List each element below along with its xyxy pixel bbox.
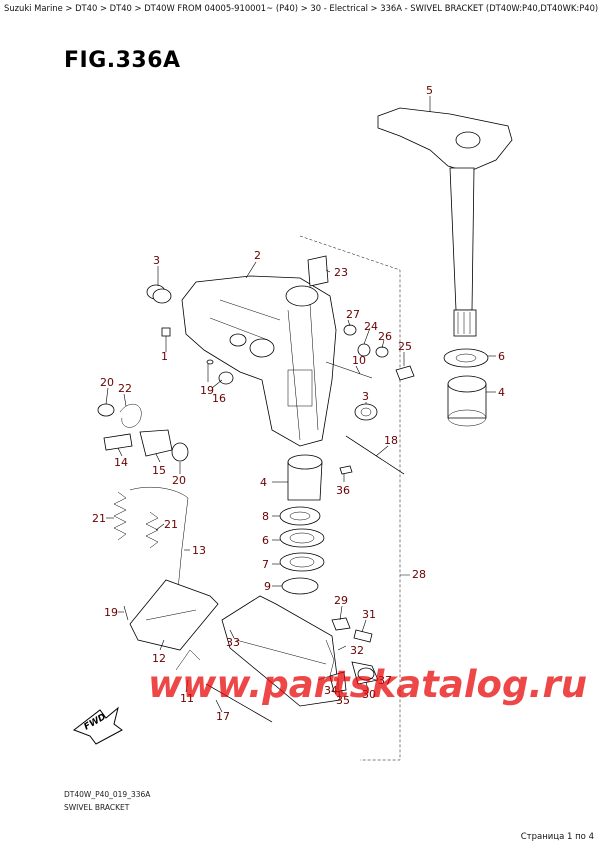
callout-36: 36 (336, 484, 350, 497)
part-swivel-bracket (181, 275, 337, 447)
part-spring-21-right (145, 511, 159, 549)
leader-lines (105, 96, 496, 713)
callout-8: 8 (262, 510, 269, 523)
part-washer-6-right (443, 348, 489, 368)
part-lever-15 (139, 429, 173, 457)
part-washer-7 (279, 552, 325, 572)
callout-12: 12 (152, 652, 166, 665)
callout-19-lower: 19 (104, 606, 118, 619)
parts-29-31-32 (317, 617, 373, 681)
callout-9: 9 (264, 580, 271, 593)
callout-13: 13 (192, 544, 206, 557)
callout-5: 5 (426, 84, 433, 97)
callout-10: 10 (352, 354, 366, 367)
callout-11: 11 (180, 692, 194, 705)
callout-20-lower: 20 (172, 474, 186, 487)
callout-15: 15 (152, 464, 166, 477)
part-tilt-plate-33 (221, 595, 341, 707)
parts-34-35-37-30 (329, 661, 379, 693)
watermark: www.partskatalog.ru (148, 663, 587, 706)
assembly-frame (299, 235, 410, 761)
callout-6: 6 (498, 350, 505, 363)
part-washer-8 (279, 506, 321, 526)
part-spring-22 (119, 403, 142, 428)
callout-28: 28 (412, 568, 426, 581)
callout-4: 4 (498, 386, 505, 399)
callout-labels: 5 2 3 23 27 24 26 25 10 6 1 3 4 20 22 19… (92, 84, 505, 723)
callout-21-left: 21 (92, 512, 106, 525)
callout-18: 18 (384, 434, 398, 447)
callout-3-right: 3 (362, 390, 369, 403)
callout-22: 22 (118, 382, 132, 395)
part-fasteners-1-16 (161, 327, 234, 385)
part-bushing-4-center (287, 454, 323, 501)
callout-2: 2 (254, 249, 261, 262)
pager[interactable]: Страница 1 по 4 (520, 832, 594, 842)
diagram-caption: SWIVEL BRACKET (64, 803, 130, 812)
callout-7: 7 (262, 558, 269, 571)
part-spring-21-left (113, 491, 127, 541)
callout-21-right: 21 (164, 518, 178, 531)
callout-16: 16 (212, 392, 226, 405)
callout-20: 20 (100, 376, 114, 389)
callout-24: 24 (364, 320, 378, 333)
callout-26: 26 (378, 330, 392, 343)
fwd-arrow-icon: FWD (72, 706, 123, 745)
callout-37: 37 (378, 674, 392, 687)
part-cap-3-left (146, 284, 172, 304)
part-steering-bracket (377, 107, 513, 337)
callout-32: 32 (350, 644, 364, 657)
callout-34: 34 (324, 684, 338, 697)
callout-23: 23 (334, 266, 348, 279)
part-pin-19-lower (123, 605, 129, 621)
part-23 (307, 255, 329, 287)
part-11 (175, 649, 201, 671)
diagram-code: DT40W_P40_019_336A (64, 790, 151, 799)
breadcrumb[interactable]: Suzuki Marine > DT40 > DT40 > DT40W FROM… (4, 3, 599, 13)
callout-33: 33 (226, 636, 240, 649)
callout-19: 19 (200, 384, 214, 397)
part-ring-9 (281, 577, 319, 595)
parts-24-27 (325, 324, 415, 381)
callout-6-center: 6 (262, 534, 269, 547)
part-rod-13 (129, 487, 189, 611)
callout-35: 35 (336, 694, 350, 707)
part-bolt-18 (345, 435, 405, 475)
part-bushing-4-right (447, 375, 487, 427)
callout-4-center: 4 (260, 476, 267, 489)
part-lever-12 (129, 579, 219, 651)
callout-3: 3 (153, 254, 160, 267)
part-pin-36 (339, 465, 353, 475)
callout-30: 30 (362, 688, 376, 701)
part-cap-3-right (354, 403, 378, 421)
part-ring-20-bottom (171, 442, 189, 462)
figure-title: FIG.336A (64, 48, 181, 73)
callout-17: 17 (216, 710, 230, 723)
callout-29: 29 (334, 594, 348, 607)
part-bolt-17 (205, 683, 273, 723)
callout-31: 31 (362, 608, 376, 621)
part-washer-6-center (279, 528, 325, 548)
callout-1: 1 (161, 350, 168, 363)
part-ring-20-top (97, 403, 115, 417)
callout-14: 14 (114, 456, 128, 469)
callout-25: 25 (398, 340, 412, 353)
callout-27: 27 (346, 308, 360, 321)
part-clip-14 (103, 433, 133, 451)
